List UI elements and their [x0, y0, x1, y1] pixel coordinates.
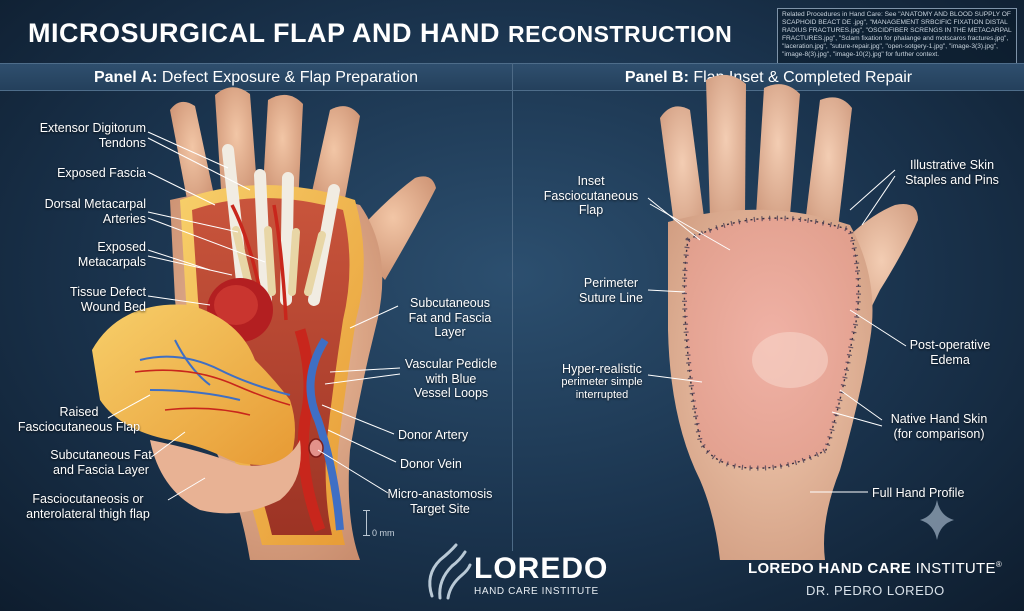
panel-a-prefix: Panel A:: [93, 69, 158, 86]
sparkle-icon: [920, 500, 954, 540]
label-donor-vein: Donor Vein: [400, 457, 462, 471]
label-donor-artery: Donor Artery: [398, 428, 469, 442]
a-flap-vessels: [139, 339, 291, 401]
page-title: MICROSURGICAL FLAP AND HAND RECONSTRUCTI…: [28, 18, 733, 48]
b-edema-highlight: [752, 332, 828, 388]
a-extensor-tendons: [222, 144, 340, 306]
panel-a-header: Panel A: Defect Exposure & Flap Preparat…: [0, 63, 512, 91]
scale-bar: [363, 510, 370, 536]
panel-a-leaders: [107, 131, 401, 501]
a-flap-arteries: [134, 369, 291, 416]
a-wound-highlight: [214, 285, 258, 325]
panel-b-heading: Flap Inset & Completed Repair: [693, 69, 913, 86]
panel-b-hand: [660, 74, 918, 560]
a-anastomosis-site: [308, 438, 324, 458]
logo-subtitle: HAND CARE INSTITUTE: [474, 586, 599, 597]
a-raised-flap-skin: [150, 440, 301, 514]
panel-a-hand: [92, 87, 436, 561]
b-finger-ring: [756, 84, 800, 216]
panel-b-prefix: Panel B:: [624, 69, 689, 86]
label-native-skin: Native Hand Skin(for comparison): [890, 412, 988, 441]
logo-wordmark: LOREDO: [474, 552, 609, 585]
a-donor-vein: [306, 337, 344, 531]
label-full-profile: Full Hand Profile: [872, 486, 965, 500]
loredo-hand-logo-icon: [428, 543, 472, 600]
panel-b-leaders: [647, 169, 907, 493]
label-exposed-fascia: Exposed Fascia: [57, 166, 146, 180]
panel-a-heading: Defect Exposure & Flap Preparation: [161, 69, 418, 86]
b-finger-little: [805, 97, 852, 228]
b-suture-stitches: [681, 215, 862, 471]
b-finger-middle: [706, 74, 746, 218]
b-finger-index: [660, 106, 705, 232]
institute-name: LOREDO HAND CARE INSTITUTE®: [748, 560, 1003, 577]
a-raised-flap-fat: [92, 304, 295, 465]
panel-divider: [512, 63, 513, 551]
a-donor-artery: [294, 328, 326, 532]
reference-note: Related Procedures in Hand Care: See "AN…: [777, 8, 1017, 68]
a-finger-index: [170, 101, 215, 215]
a-finger-little: [308, 106, 360, 215]
scale-label: 0 mm: [372, 528, 395, 538]
institute-doctor: DR. PEDRO LOREDO: [806, 583, 945, 598]
